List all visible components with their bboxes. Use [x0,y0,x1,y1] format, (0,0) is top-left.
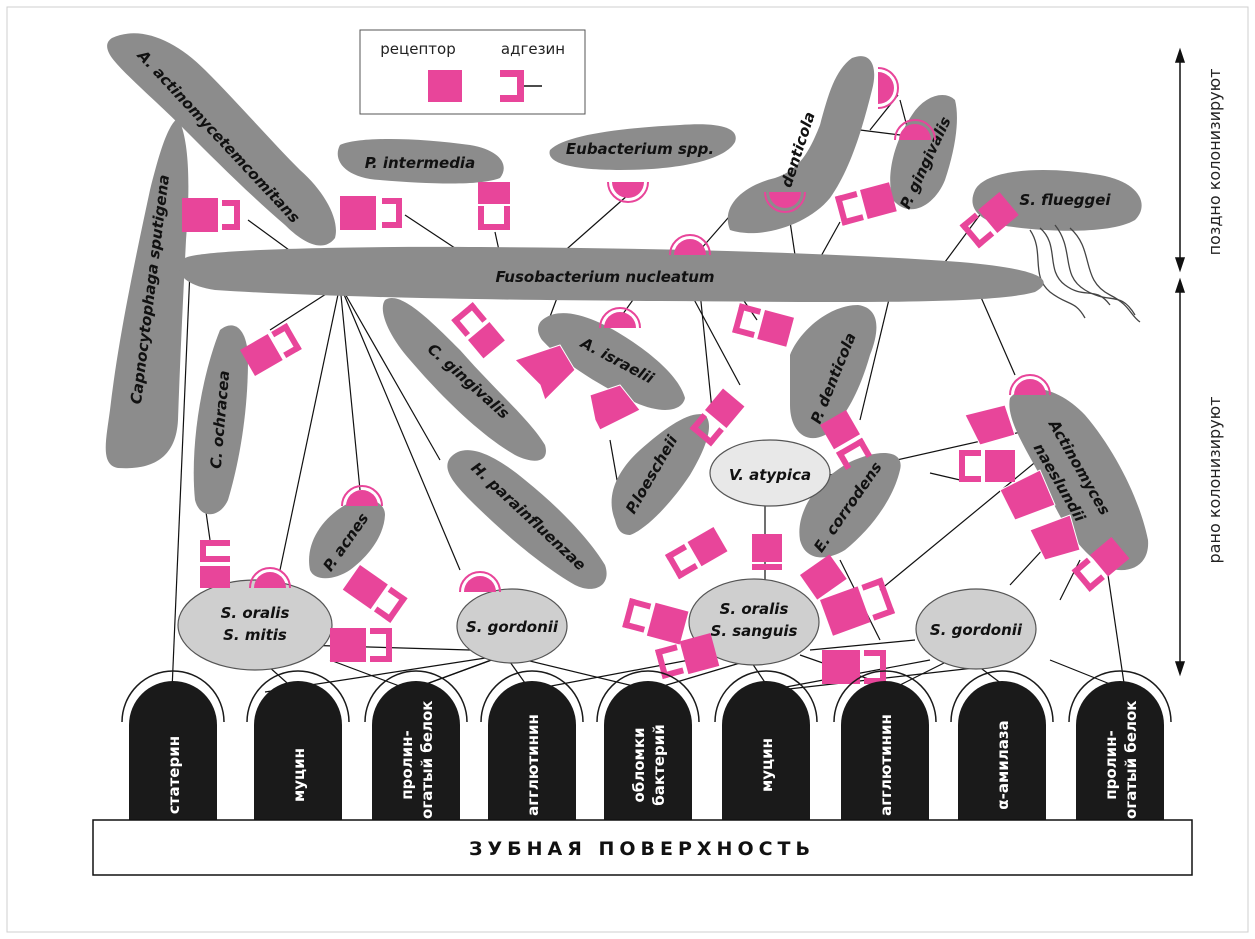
pellicle-pillars: статерин муцин пролин- богатый белок агг… [122,671,1171,829]
legend-receptor-label: рецептор [380,40,455,58]
s-oralis-mitis-label-1: S. oralis [221,604,290,622]
eubacterium-label: Eubacterium spp. [566,140,714,158]
legend-receptor-swatch [428,70,462,102]
pillar-1: статерин [122,671,224,820]
bacterium-fusobacterium: Fusobacterium nucleatum [179,247,1044,302]
bacterium-s-gordonii-left: S. gordonii [457,589,567,663]
pillar-9-label-1: пролин- [1102,730,1120,800]
bacterium-c-gingivalis: C. gingivalis [383,298,546,461]
legend: рецептор адгезин [360,30,585,114]
bacterium-s-flueggei: S. flueggei [972,170,1141,322]
pillar-2-label: муцин [290,748,308,802]
bacterium-p-intermedia: P. intermedia [338,139,504,184]
pillar-6: муцин [715,671,817,820]
bacterium-s-oralis-mitis: S. oralis S. mitis [178,580,332,670]
s-gordonii-left-label: S. gordonii [466,618,559,636]
bacterium-v-atypica: V. atypica [710,440,830,506]
bacterium-eubacterium: Eubacterium spp. [550,124,736,170]
bacterium-t-denticola: T. denticola [728,56,874,233]
s-oralis-mitis-label-2: S. mitis [223,626,287,644]
pillar-3: пролин- богатый белок [365,671,467,829]
bacterium-capnocytophaga: Capnocytophaga sputigena [106,118,189,468]
early-colonizer-arrow [1176,280,1184,674]
pillar-5: обломки бактерий [597,671,699,820]
pillar-7-label: агглютинин [877,714,895,816]
pillar-3-label-1: пролин- [398,730,416,800]
pillar-3-label-2: богатый белок [418,701,436,830]
pillar-4: агглютинин [481,671,583,820]
pillar-6-label: муцин [758,738,776,792]
s-gordonii-right-label: S. gordonii [930,621,1023,639]
late-colonizer-arrow [1176,50,1184,270]
flagella [1030,225,1140,322]
bacterium-a-actinomycetemcomitans: A. actinomycetemcomitans [107,33,336,245]
pillar-9: пролин- богатый белок [1069,671,1171,829]
s-oralis-sanguis-label-1: S. oralis [720,600,789,618]
bacterium-s-gordonii-right: S. gordonii [916,589,1036,669]
early-colonizers-label: рано колонизируют [1205,397,1224,564]
legend-adhesin-label: адгезин [501,40,565,58]
bacterium-p-acnes: P. acnes [309,500,385,578]
pillar-9-label-2: богатый белок [1122,701,1140,830]
s-flueggei-label: S. flueggei [1019,191,1111,209]
bacterium-h-parainfluenzae: H. parainfluenzae [447,450,606,589]
pillar-8: α-амилаза [951,671,1053,820]
s-oralis-sanguis-label-2: S. sanguis [711,622,798,640]
tooth-surface-label: ЗУБНАЯ ПОВЕРХНОСТЬ [469,838,815,860]
h-parainfluenzae-label: H. parainfluenzae [467,459,589,574]
late-colonizers-label: поздно колонизируют [1205,69,1224,256]
bacterium-p-gingivalis: P. gingivalis [890,95,957,212]
v-atypica-label: V. atypica [729,466,811,484]
fusobacterium-label: Fusobacterium nucleatum [495,268,714,286]
pillar-7: агглютинин [834,671,936,820]
bacterium-c-ochracea: C. ochracea [194,325,248,514]
pillar-2: муцин [247,671,349,820]
pillar-8-label: α-амилаза [994,720,1012,809]
pillar-4-label: агглютинин [524,714,542,816]
pillar-1-label: статерин [165,736,183,814]
tooth-surface: ЗУБНАЯ ПОВЕРХНОСТЬ [93,820,1192,875]
pillar-5-label-1: обломки [630,727,648,802]
pillar-5-label-2: бактерий [650,724,668,805]
p-intermedia-label: P. intermedia [365,154,475,172]
